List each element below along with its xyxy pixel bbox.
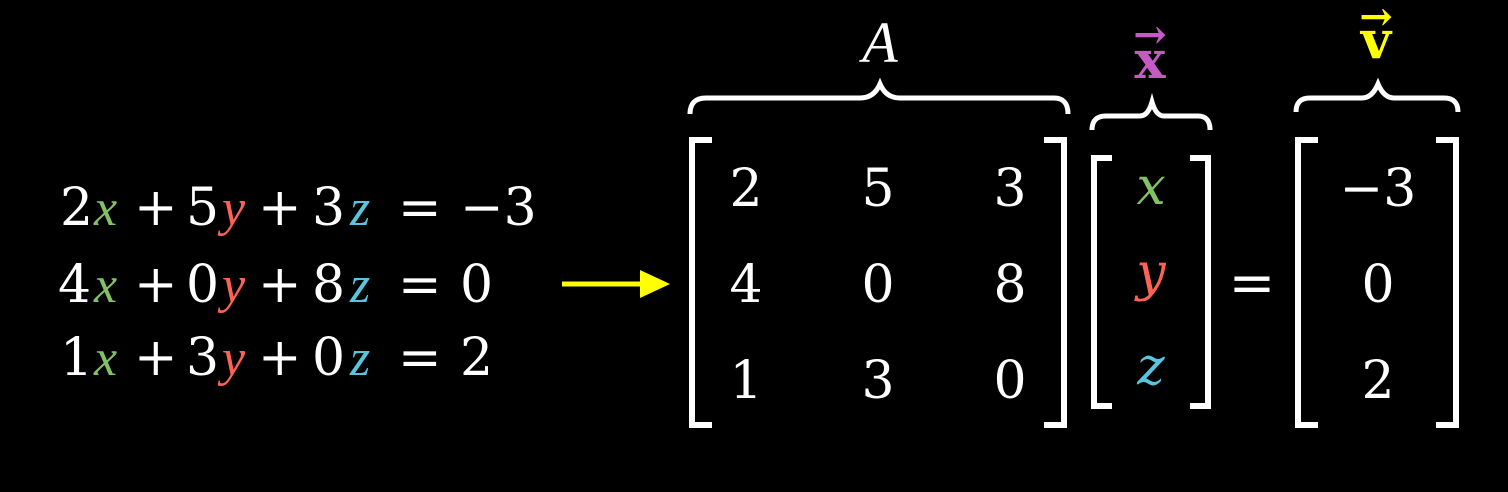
vector-v-brace-icon	[1293, 77, 1461, 113]
rhs-value: 0	[460, 255, 493, 315]
matrix-a-cell: 0	[861, 255, 894, 315]
vector-v-entry: −3	[1340, 159, 1417, 219]
vector-v-entry: 2	[1361, 351, 1394, 411]
vector-x-left-bracket-icon	[1091, 155, 1112, 409]
vector-v-left-bracket-icon	[1295, 137, 1318, 428]
plus-sign: +	[134, 328, 178, 388]
var-z: z	[349, 330, 370, 387]
matrix-a-label: A	[858, 10, 898, 75]
vector-x: → x x y z	[1089, 11, 1213, 409]
equals-sign: =	[398, 178, 442, 238]
plus-sign: +	[258, 328, 302, 388]
vector-v-right-bracket-icon	[1436, 137, 1459, 428]
coef-c: 0	[312, 328, 345, 388]
coef-a: 4	[58, 255, 91, 315]
var-x: x	[93, 330, 117, 387]
matrix-a-cell: 3	[861, 351, 894, 411]
equation-row-2: 4 x + 0 y + 8 z = 0	[58, 255, 493, 315]
right-arrow-icon	[562, 270, 670, 298]
vector-v-arrow-icon: →	[1359, 0, 1393, 40]
var-x: x	[93, 180, 117, 237]
matrix-a: A 2 5 3 4 0 8 1 3 0	[687, 10, 1071, 428]
vector-v: → v −3 0 2	[1293, 0, 1461, 428]
var-y: y	[217, 330, 246, 387]
coef-c: 8	[312, 255, 345, 315]
matrix-a-cell: 3	[993, 159, 1026, 219]
equals-sign: =	[1229, 251, 1276, 316]
equals-sign: =	[398, 328, 442, 388]
var-y: y	[217, 180, 246, 237]
var-y: y	[217, 257, 246, 314]
coef-c: 3	[312, 178, 345, 238]
coef-b: 5	[186, 178, 219, 238]
matrix-a-cell: 8	[993, 255, 1026, 315]
plus-sign: +	[258, 255, 302, 315]
rhs-value: −3	[460, 178, 537, 238]
matrix-a-cell: 1	[729, 351, 762, 411]
vector-x-right-bracket-icon	[1190, 155, 1211, 409]
matrix-a-brace-icon	[687, 77, 1071, 115]
matrix-a-cell: 4	[729, 255, 762, 315]
matrix-a-cell: 5	[861, 159, 894, 219]
var-x: x	[93, 257, 117, 314]
vector-x-arrow-icon: →	[1133, 11, 1167, 58]
coef-b: 3	[186, 328, 219, 388]
vector-x-entry: x	[1136, 157, 1165, 217]
plus-sign: +	[258, 178, 302, 238]
matrix-a-cell: 0	[993, 351, 1026, 411]
coef-a: 2	[60, 178, 93, 238]
matrix-a-right-bracket-icon	[1044, 137, 1067, 428]
matrix-a-left-bracket-icon	[689, 137, 712, 428]
vector-x-brace-icon	[1089, 92, 1213, 131]
plus-sign: +	[134, 178, 178, 238]
vector-x-label: x	[1134, 30, 1166, 91]
plus-sign: +	[134, 255, 178, 315]
var-z: z	[349, 257, 370, 314]
rhs-value: 2	[460, 328, 493, 388]
equation-row-3: 1 x + 3 y + 0 z = 2	[60, 328, 493, 388]
var-z: z	[349, 180, 370, 237]
vector-x-entry: y	[1134, 243, 1166, 303]
vector-v-label: v	[1360, 10, 1393, 71]
coef-b: 0	[186, 255, 219, 315]
vector-x-entry: z	[1136, 337, 1165, 397]
coef-a: 1	[60, 328, 93, 388]
vector-v-entry: 0	[1361, 255, 1394, 315]
equation-system: 2 x + 5 y + 3 z = −3 4 x + 0 y + 8 z = 0…	[58, 178, 537, 388]
matrix-a-cell: 2	[729, 159, 762, 219]
equation-row-1: 2 x + 5 y + 3 z = −3	[60, 178, 537, 238]
equals-sign: =	[398, 255, 442, 315]
